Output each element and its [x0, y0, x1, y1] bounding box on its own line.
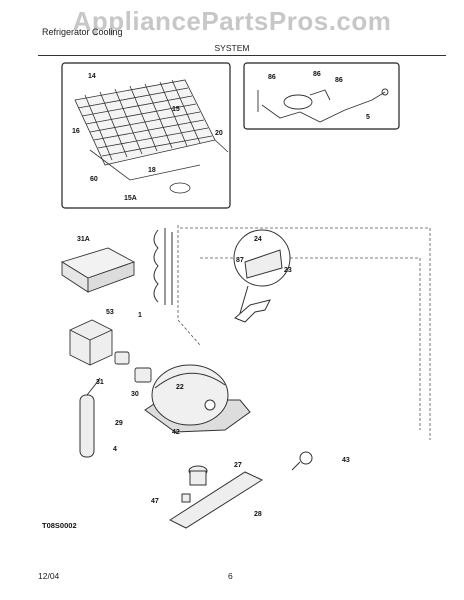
- callout-label: 31: [96, 379, 104, 386]
- page-title: Refrigerator Cooling: [42, 27, 123, 37]
- callout-label: 30: [131, 391, 139, 398]
- cabinet-outline: [177, 225, 431, 440]
- footer-date: 12/04: [38, 571, 60, 581]
- callout-label: 5: [366, 114, 370, 121]
- detail-magnifier: [233, 229, 291, 287]
- callout-label: 1: [138, 312, 142, 319]
- control-box: [60, 247, 136, 293]
- diagram-code: T08S0002: [42, 521, 77, 530]
- callout-label: 24: [254, 236, 262, 243]
- callout-label: 43: [342, 457, 350, 464]
- relay: [69, 319, 113, 366]
- evaporator-panel: [61, 62, 231, 209]
- evaporator-coil: [74, 79, 229, 194]
- callout-label: 27: [234, 462, 242, 469]
- callout-label: 87: [236, 257, 244, 264]
- callout-label: 53: [106, 309, 114, 316]
- callout-label: 14: [88, 73, 96, 80]
- callout-label: 28: [254, 511, 262, 518]
- filter-drier: [79, 377, 101, 458]
- callout-label: 31A: [77, 236, 90, 243]
- callout-label: 23: [284, 267, 292, 274]
- location-arrow: [234, 299, 271, 323]
- callout-label: 20: [215, 130, 223, 137]
- callout-labels: 14 15 16 20 18 60 15A 86 86 86 5 31A 24 …: [72, 71, 370, 518]
- callout-label: 47: [151, 498, 159, 505]
- callout-label: 86: [313, 71, 321, 78]
- section-title: SYSTEM: [214, 43, 250, 53]
- compressor: [144, 364, 251, 433]
- callout-label: 15A: [124, 195, 137, 202]
- callout-label: 86: [268, 74, 276, 81]
- footer-page: 6: [228, 571, 233, 581]
- callout-label: 15: [172, 106, 180, 113]
- callout-label: 29: [115, 420, 123, 427]
- callout-label: 22: [176, 384, 184, 391]
- condenser-coil: [153, 228, 173, 305]
- defrost-harness: [257, 88, 389, 123]
- callout-label: 42: [172, 429, 180, 436]
- header-rule: [38, 55, 446, 56]
- callout-label: 86: [335, 77, 343, 84]
- overload: [114, 351, 152, 383]
- callout-label: 16: [72, 128, 80, 135]
- mounting-hardware: [168, 465, 264, 529]
- callout-label: 18: [148, 167, 156, 174]
- clamp: [291, 451, 313, 471]
- callout-label: 60: [90, 176, 98, 183]
- callout-label: 4: [113, 446, 117, 453]
- inset-panel: [243, 62, 400, 130]
- watermark: AppliancePartsPros.com: [72, 6, 392, 36]
